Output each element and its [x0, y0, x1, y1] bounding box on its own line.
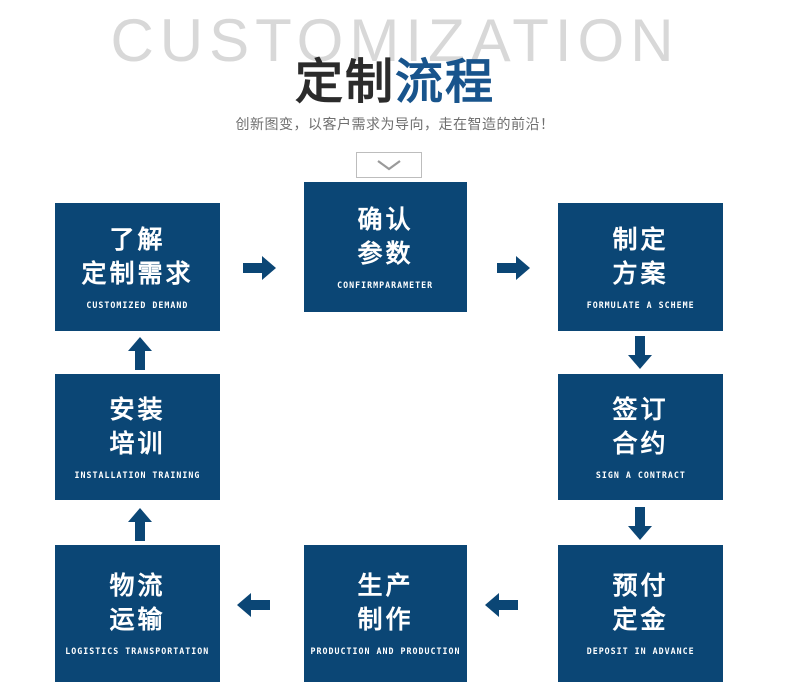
arrow-left-icon: [236, 592, 270, 618]
step-label-cn-line1: 了解: [109, 225, 166, 254]
step-label-en: LOGISTICS TRANSPORTATION: [65, 647, 210, 657]
arrow-up-icon: [127, 336, 153, 370]
step-box-confirm[interactable]: 确认 参数 CONFIRMPARAMETER: [304, 182, 467, 312]
page-subtitle: 创新图变，以客户需求为导向，走在智造的前沿！: [235, 116, 555, 132]
step-box-install[interactable]: 安装 培训 INSTALLATION TRAINING: [55, 374, 220, 500]
arrow-up-icon: [127, 507, 153, 541]
step-label-cn-line1: 生产: [357, 572, 414, 600]
step-box-production[interactable]: 生产 制作 PRODUCTION AND PRODUCTION: [304, 545, 467, 682]
chevron-down-hint-box: [356, 152, 422, 178]
arrow-down-icon: [627, 507, 653, 541]
step-label-en: DEPOSIT IN ADVANCE: [586, 647, 695, 657]
diagram-header: CUSTOMIZATION 定制流程 创新图变，以客户需求为导向，走在智造的前沿…: [0, 0, 790, 145]
step-box-contract[interactable]: 签订 合约 SIGN A CONTRACT: [558, 374, 723, 500]
step-label-cn-line1: 安装: [109, 395, 166, 424]
step-label-cn-line2: 运输: [109, 606, 166, 634]
page-title-blue: 流程: [395, 56, 496, 109]
step-label-cn-line2: 参数: [357, 239, 414, 268]
page-title: 定制流程: [0, 56, 790, 110]
arrow-down-icon: [627, 336, 653, 370]
step-label-cn-line1: 确认: [357, 205, 414, 234]
step-label-cn-line1: 物流: [109, 572, 166, 600]
step-label-cn-line2: 方案: [612, 259, 669, 288]
step-label-cn-line2: 制作: [357, 606, 414, 634]
step-box-demand[interactable]: 了解 定制需求 CUSTOMIZED DEMAND: [55, 203, 220, 331]
step-label-cn-line2: 合约: [612, 429, 669, 458]
step-label-cn-line1: 预付: [612, 572, 669, 600]
step-label-en: CUSTOMIZED DEMAND: [86, 300, 189, 311]
step-box-deposit[interactable]: 预付 定金 DEPOSIT IN ADVANCE: [558, 545, 723, 682]
step-box-logistics[interactable]: 物流 运输 LOGISTICS TRANSPORTATION: [55, 545, 220, 682]
step-label-en: SIGN A CONTRACT: [595, 470, 686, 481]
step-label-cn-line2: 定金: [612, 606, 669, 634]
arrow-left-icon: [484, 592, 518, 618]
step-label-cn-line1: 制定: [612, 225, 669, 254]
step-label-cn-line2: 定制需求: [81, 259, 194, 288]
step-label-en: PRODUCTION AND PRODUCTION: [310, 647, 461, 657]
step-box-formulate[interactable]: 制定 方案 FORMULATE A SCHEME: [558, 203, 723, 331]
step-label-en: CONFIRMPARAMETER: [337, 280, 434, 291]
arrow-right-icon: [497, 255, 531, 281]
step-label-cn-line1: 签订: [612, 395, 669, 424]
step-label-en: INSTALLATION TRAINING: [74, 470, 201, 481]
watermark-text: CUSTOMIZATION: [110, 7, 680, 74]
page-title-dark: 定制: [294, 56, 395, 109]
step-label-en: FORMULATE A SCHEME: [586, 300, 695, 311]
arrow-right-icon: [243, 255, 277, 281]
chevron-down-icon: [376, 159, 402, 171]
step-label-cn-line2: 培训: [109, 429, 166, 458]
